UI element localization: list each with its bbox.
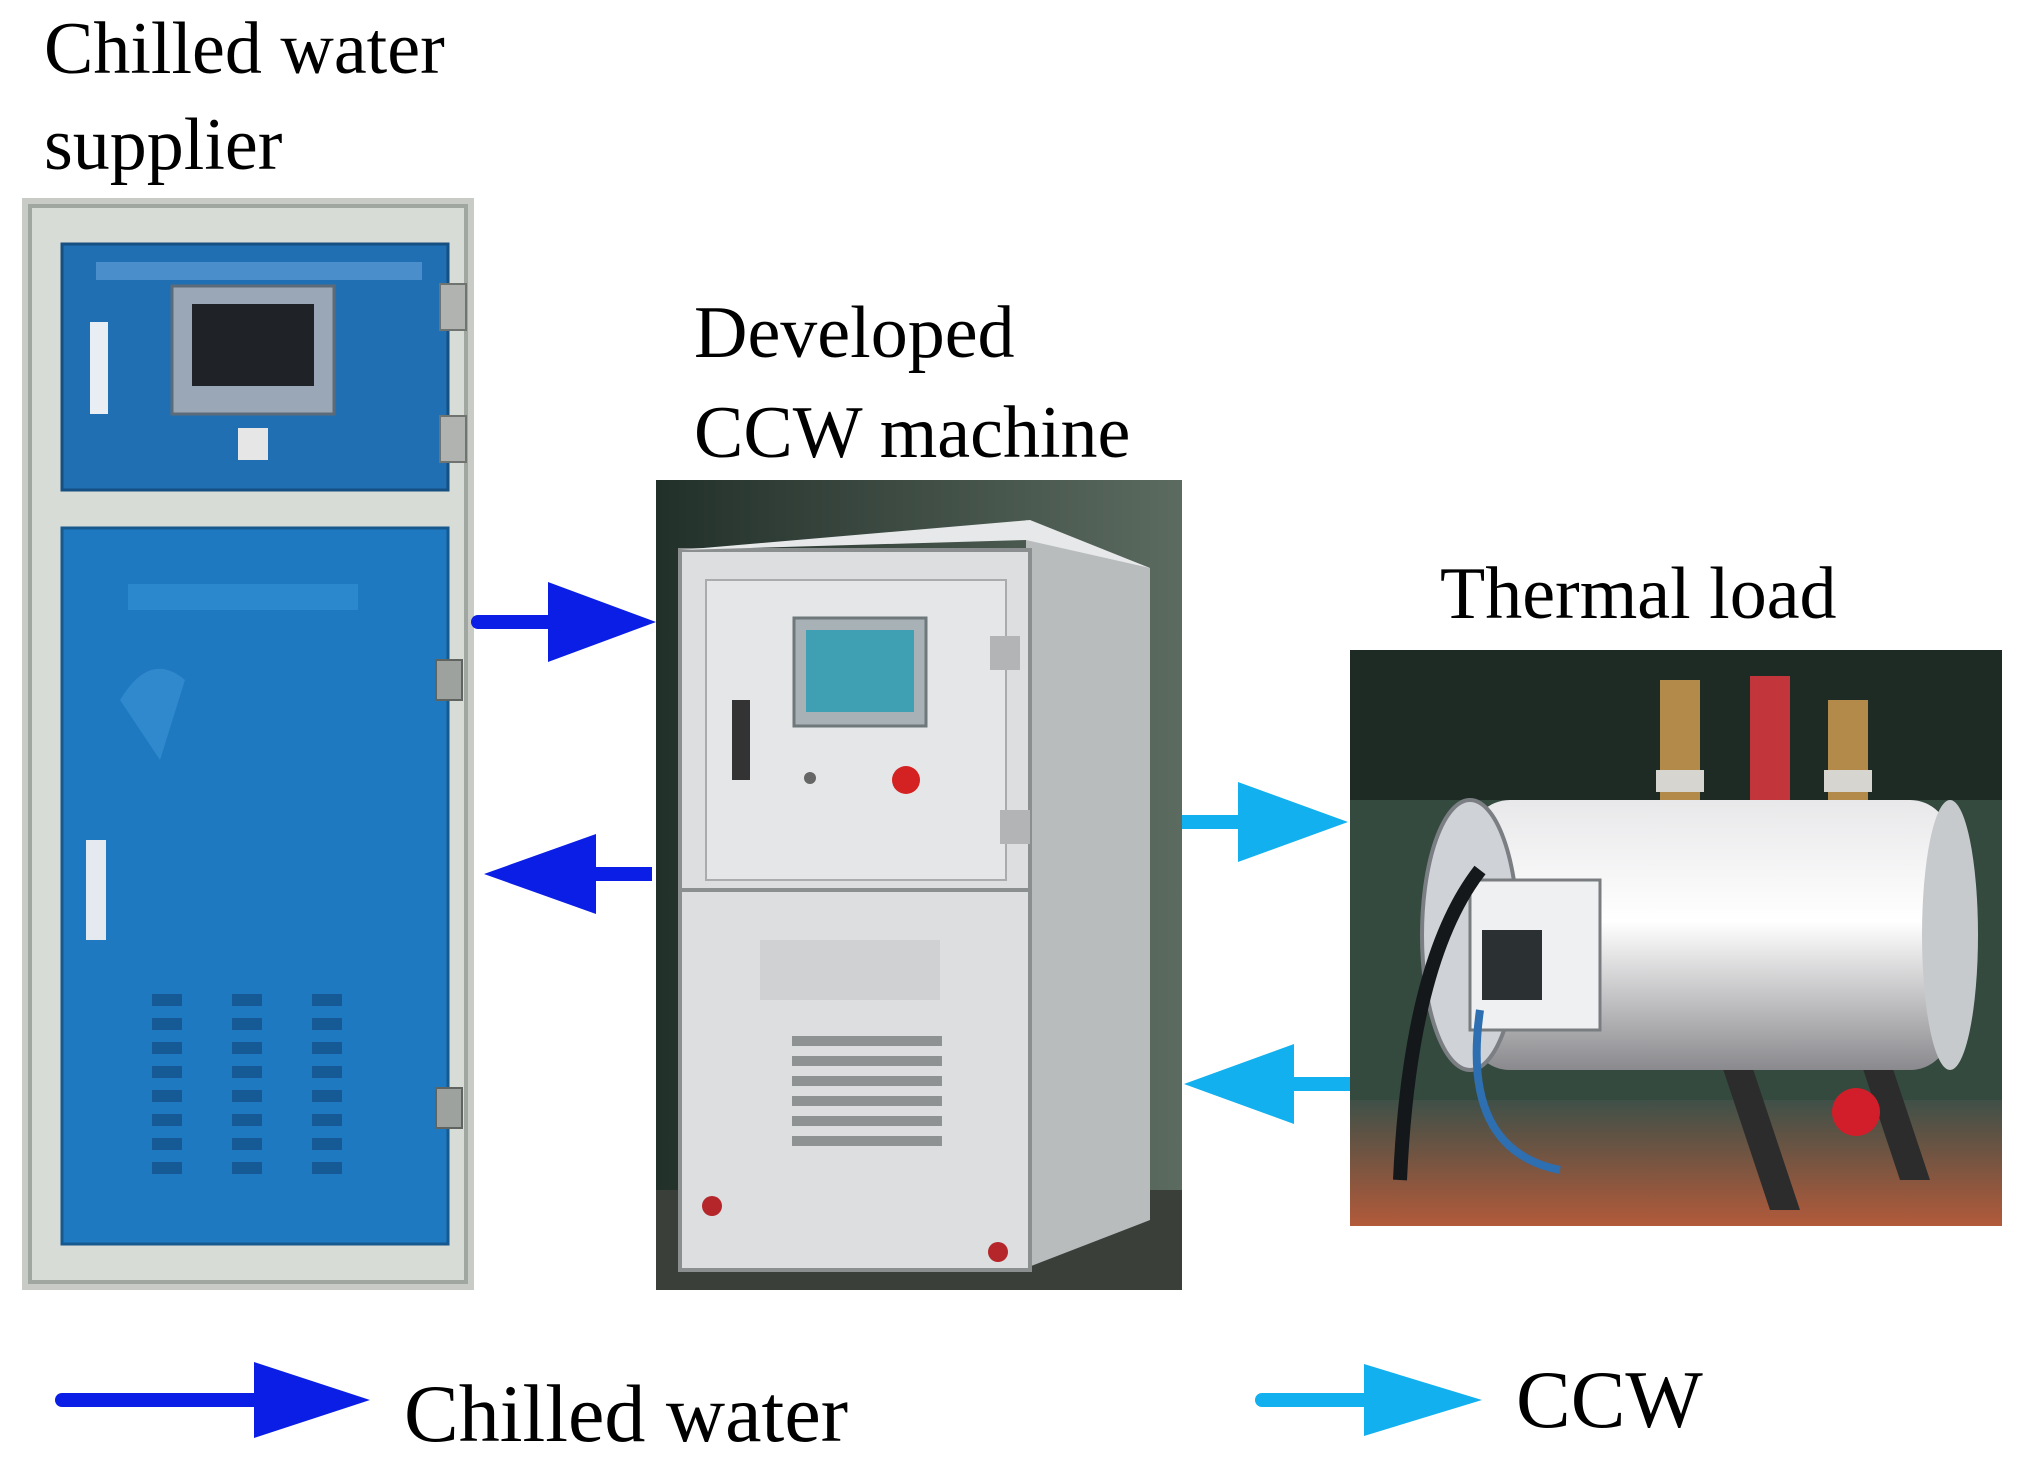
ccw-machine-label-line1: Developed <box>694 292 1015 374</box>
ccw-machine-vents <box>792 1036 942 1146</box>
legend-ccw-arrow <box>1255 1364 1482 1436</box>
chilled-water-supply-arrow <box>471 582 656 662</box>
supplier-label-line2: supplier <box>44 104 283 186</box>
supplier-label-line1: Chilled water <box>44 8 445 90</box>
ccw-machine-label-line2: CCW machine <box>694 392 1131 474</box>
ccw-machine-image <box>656 480 1182 1290</box>
chilled-water-return-arrow <box>484 834 652 914</box>
chilled-water-supplier-image <box>22 198 474 1290</box>
ccw-supply-arrow <box>1182 782 1348 862</box>
legend-chilled-water-arrow <box>55 1362 370 1438</box>
thermal-load-label: Thermal load <box>1440 553 1837 635</box>
legend-ccw-label: CCW <box>1516 1354 1703 1445</box>
ccw-return-arrow <box>1184 1044 1350 1124</box>
thermal-load-image <box>1350 650 2002 1226</box>
supplier-vents <box>152 994 342 1174</box>
legend-chilled-water-label: Chilled water <box>404 1368 849 1459</box>
